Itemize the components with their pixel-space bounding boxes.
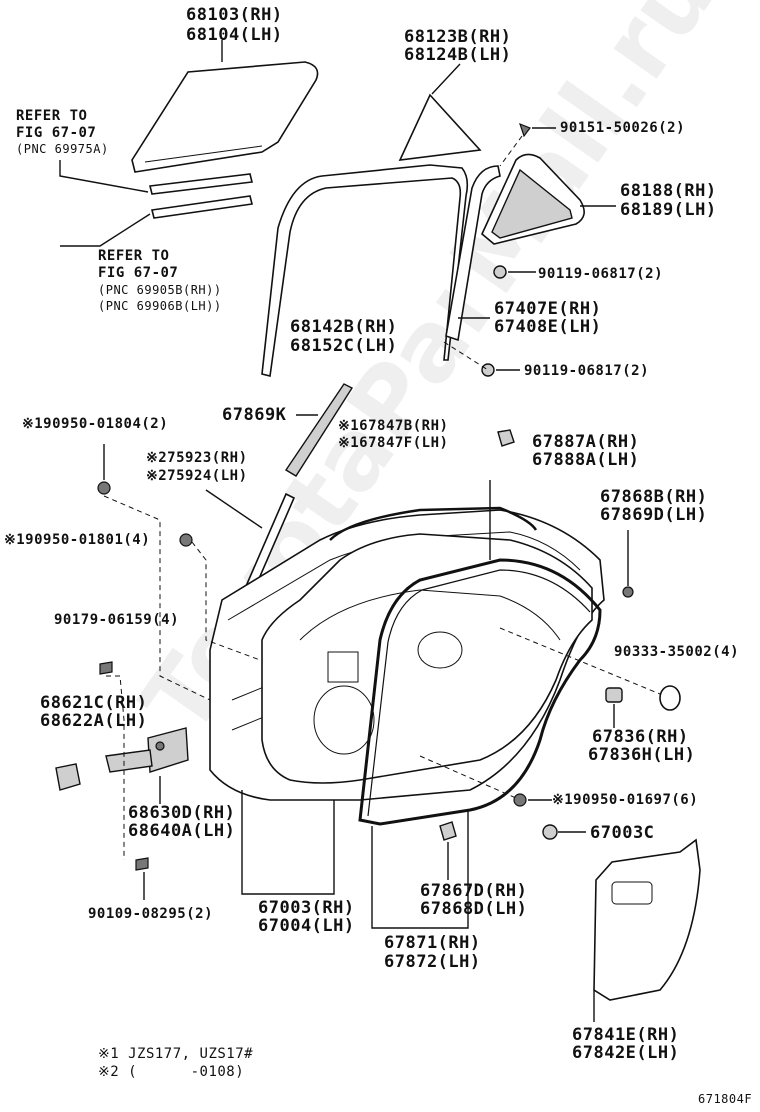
label-68152c: 68152C(LH) (290, 336, 398, 356)
belt-moulding-strips[interactable] (149, 173, 253, 219)
label-fig-67-07-2: FIG 67-07 (98, 265, 179, 281)
label-67003: 67003(RH) (258, 898, 355, 918)
label-90179: 90179-06159(4) (54, 612, 180, 628)
label-190950-01801: ※190950-01801(4) (4, 532, 151, 548)
label-190950-01804: ※190950-01804(2) (22, 416, 169, 432)
label-167847b: ※167847B(RH) (338, 418, 449, 434)
quarter-glass-68123b[interactable] (398, 93, 482, 161)
label-68142b: 68142B(RH) (290, 317, 398, 337)
label-67003c: 67003C (590, 823, 655, 843)
pad-67841e[interactable] (593, 838, 701, 1001)
label-275924: ※275924(LH) (146, 468, 248, 484)
label-68640a: 68640A(LH) (128, 821, 236, 841)
label-90109: 90109-08295(2) (88, 906, 214, 922)
bolt-90119-lower[interactable] (481, 363, 495, 377)
label-68189: 68189(LH) (620, 200, 717, 220)
label-67872: 67872(LH) (384, 952, 481, 972)
label-pnc-69905b: (PNC 69905B(RH)) (98, 283, 222, 297)
label-68104: 68104(LH) (186, 25, 283, 45)
label-67887a: 67887A(RH) (532, 432, 640, 452)
label-67868b: 67868B(RH) (600, 487, 708, 507)
label-pnc-69906b: (PNC 69906B(LH)) (98, 299, 222, 313)
label-67867d: 67867D(RH) (420, 881, 528, 901)
label-67869d: 67869D(LH) (600, 505, 708, 525)
label-67836: 67836(RH) (592, 727, 689, 747)
clip-67868b[interactable] (622, 586, 634, 598)
label-68103: 68103(RH) (186, 5, 283, 25)
clip-67847b[interactable] (497, 429, 515, 447)
label-67841e: 67841E(RH) (572, 1025, 680, 1045)
label-90333: 90333-35002(4) (614, 644, 740, 660)
door-check-68621c[interactable] (55, 763, 81, 791)
nut-190950-01801[interactable] (179, 533, 193, 547)
label-68621c: 68621C(RH) (40, 693, 148, 713)
label-68630d: 68630D(RH) (128, 803, 236, 823)
label-67869k: 67869K (222, 405, 287, 425)
label-275923: ※275923(RH) (146, 450, 248, 466)
label-67868d: 67868D(LH) (420, 899, 528, 919)
footnote-1: ※1 JZS177, UZS17# (98, 1046, 254, 1062)
door-inner-frame[interactable] (261, 533, 593, 784)
label-67888a: 67888A(LH) (532, 450, 640, 470)
label-67836h: 67836H(LH) (588, 745, 696, 765)
label-67407e: 67407E(RH) (494, 299, 602, 319)
label-refer-to-2: REFER TO (98, 248, 170, 264)
label-67408e: 67408E(LH) (494, 317, 602, 337)
door-weatherstrip-67871[interactable] (358, 558, 602, 826)
bolt-90179[interactable] (99, 661, 113, 675)
clip-90333[interactable] (659, 685, 681, 711)
label-90151: 90151-50026(2) (560, 120, 686, 136)
clip-190950-01697[interactable] (513, 793, 527, 807)
pad-67836[interactable] (605, 687, 623, 703)
quarter-window-68188[interactable] (481, 153, 585, 245)
label-fig-67-07-1: FIG 67-07 (16, 125, 97, 141)
bolt-90109[interactable] (135, 857, 149, 871)
label-67871: 67871(RH) (384, 933, 481, 953)
division-bar-67407e[interactable] (445, 165, 501, 342)
label-90119-lower: 90119-06817(2) (524, 363, 650, 379)
label-refer-to-1: REFER TO (16, 108, 88, 124)
weatherstrip-67887a[interactable] (329, 506, 538, 541)
figure-code: 671804F (698, 1092, 753, 1106)
screw-90151[interactable] (519, 122, 531, 138)
footnote-2: ※2 ( -0108) (98, 1064, 245, 1080)
label-167847f: ※167847F(LH) (338, 435, 449, 451)
label-68622a: 68622A(LH) (40, 711, 148, 731)
clip-67867d[interactable] (439, 821, 457, 841)
door-glass-68103[interactable] (131, 61, 319, 173)
label-68123b: 68123B(RH) (404, 27, 512, 47)
weatherstrip-67869k[interactable] (285, 383, 354, 477)
label-68188: 68188(RH) (620, 181, 717, 201)
label-68124b: 68124B(LH) (404, 45, 512, 65)
nut-190950-01804[interactable] (97, 481, 111, 495)
label-pnc-69975a: (PNC 69975A) (16, 142, 109, 156)
door-hinge-68630d[interactable] (105, 727, 189, 773)
bolt-90119-upper[interactable] (493, 265, 507, 279)
label-90119-upper: 90119-06817(2) (538, 266, 664, 282)
label-190950-01697: ※190950-01697(6) (552, 792, 699, 808)
label-67842e: 67842E(LH) (572, 1043, 680, 1063)
label-67004: 67004(LH) (258, 916, 355, 936)
glass-run-68142b[interactable] (261, 164, 469, 377)
clip-67003c[interactable] (542, 824, 558, 840)
